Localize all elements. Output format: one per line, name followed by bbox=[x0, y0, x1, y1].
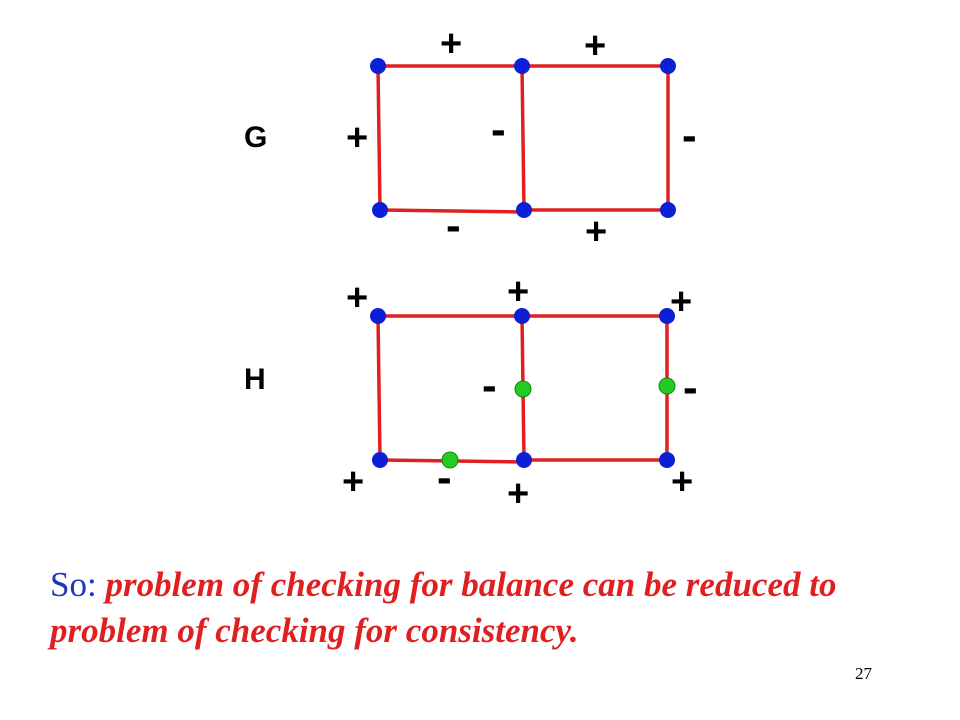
graph-g-label: G bbox=[244, 121, 267, 154]
caption: So: problem of checking for balance can … bbox=[50, 562, 840, 654]
signed-graph-diagram: G + + + - - - + H + + + - - + - + + bbox=[244, 23, 698, 515]
g-edge-middle bbox=[520, 65, 526, 211]
h-node bbox=[372, 452, 388, 468]
g-sign-top-right: + bbox=[584, 25, 606, 67]
g-node bbox=[372, 202, 388, 218]
h-edge-left bbox=[376, 315, 382, 461]
h-sign-bottom-right: + bbox=[671, 461, 693, 503]
graph-h-nodes bbox=[370, 308, 675, 468]
g-node bbox=[660, 58, 676, 74]
h-sign-right-vertical: - bbox=[683, 363, 698, 412]
caption-lead: So: bbox=[50, 565, 106, 604]
graph-h-added-nodes bbox=[441, 377, 676, 469]
caption-body: problem of checking for balance can be r… bbox=[50, 565, 837, 650]
graph-g-nodes bbox=[370, 58, 676, 218]
h-sign-top-mid: + bbox=[507, 271, 529, 313]
g-node bbox=[516, 202, 532, 218]
g-node bbox=[514, 58, 530, 74]
g-sign-left: + bbox=[346, 117, 368, 159]
g-sign-middle: - bbox=[491, 105, 506, 154]
h-added-node bbox=[658, 377, 676, 395]
h-sign-bottom-left-edge: - bbox=[437, 453, 452, 502]
h-sign-bottom-mid: + bbox=[507, 473, 529, 515]
h-sign-mid-vertical: - bbox=[482, 361, 497, 410]
h-sign-bottom-left: + bbox=[342, 461, 364, 503]
g-sign-right: - bbox=[682, 111, 697, 160]
page-number: 27 bbox=[855, 664, 872, 683]
h-sign-top-left: + bbox=[346, 277, 368, 319]
graph-g-edges bbox=[376, 64, 670, 214]
h-added-node bbox=[441, 451, 459, 469]
g-edge-left bbox=[376, 65, 382, 211]
h-node bbox=[514, 308, 530, 324]
g-sign-bottom-right: + bbox=[585, 211, 607, 253]
g-node bbox=[370, 58, 386, 74]
g-edge-bottom-left bbox=[379, 208, 525, 214]
h-added-node bbox=[514, 380, 532, 398]
g-node bbox=[660, 202, 676, 218]
h-node bbox=[516, 452, 532, 468]
graph-h-label: H bbox=[244, 363, 266, 396]
h-node bbox=[659, 308, 675, 324]
graph-h-edges bbox=[376, 314, 669, 464]
h-sign-top-right: + bbox=[670, 281, 692, 323]
g-sign-bottom-left: - bbox=[446, 201, 461, 250]
h-node bbox=[659, 452, 675, 468]
g-sign-top-left: + bbox=[440, 23, 462, 65]
h-node bbox=[370, 308, 386, 324]
